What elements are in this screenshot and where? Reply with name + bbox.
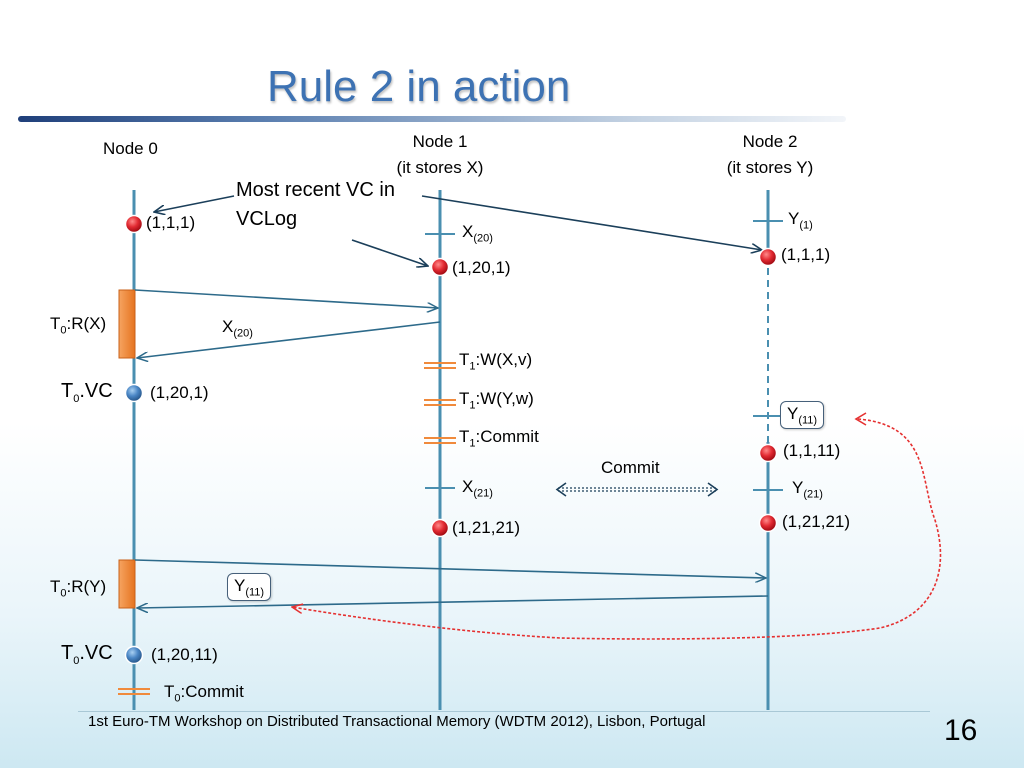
title-underline — [18, 116, 846, 122]
annotation-arrow-node0 — [154, 195, 235, 212]
op-tick-t1-write-x — [424, 362, 456, 369]
commit-label: Commit — [601, 458, 660, 477]
annotation-arrow-node2 — [421, 195, 762, 250]
node0-header: Node 0 — [103, 139, 158, 158]
version-y1: Y(1) — [788, 209, 813, 232]
t0-read-y-bar — [118, 559, 136, 609]
vc-label-t0-second: (1,20,11) — [151, 645, 218, 664]
commit-double-arrow — [555, 482, 719, 497]
op-t1-write-x: T1:W(X,v) — [459, 350, 533, 373]
vc-label-n1-x20: (1,20,1) — [452, 258, 511, 277]
version-x21: X(21) — [462, 477, 493, 500]
event-dot-n1-x21 — [430, 518, 450, 538]
event-dot-n2-y21 — [758, 513, 778, 533]
event-dot-n2-y11 — [758, 443, 778, 463]
event-dot-n0-initial — [124, 214, 144, 234]
arrow-read-y-request — [134, 559, 766, 578]
red-dashed-head-top — [854, 412, 867, 426]
red-dashed-link — [292, 418, 942, 640]
vc-label-n2-y21: (1,21,21) — [782, 512, 851, 531]
vc-dot-t0-first — [124, 383, 144, 403]
vc-dot-t0-second — [124, 645, 144, 665]
op-tick-t1-write-y — [424, 399, 456, 406]
version-x20-message: X(20) — [222, 317, 253, 340]
vc-label-n2-initial: (1,1,1) — [781, 245, 831, 264]
node1-subtitle: (it stores X) — [396, 158, 484, 177]
arrow-read-y-reply — [137, 595, 769, 608]
node1-header: Node 1 (it stores X) — [380, 129, 500, 181]
node2-subtitle: (it stores Y) — [726, 158, 814, 177]
node2-header: Node 2 (it stores Y) — [705, 129, 835, 181]
t0-read-x-bar — [118, 289, 136, 359]
op-t0-vc-first: T0.VC — [61, 380, 113, 405]
node1-title: Node 1 — [412, 132, 468, 151]
op-t1-write-y: T1:W(Y,w) — [459, 389, 534, 412]
arrow-read-x-request — [134, 289, 438, 308]
op-tick-t1-commit — [424, 437, 456, 444]
op-t0-vc-second: T0.VC — [61, 642, 113, 667]
slide-title: Rule 2 in action — [267, 62, 571, 111]
version-y11-box: Y(11) — [780, 401, 825, 430]
op-t1-commit: T1:Commit — [459, 427, 539, 450]
arrow-read-x-reply — [137, 321, 441, 358]
footer-text: 1st Euro-TM Workshop on Distributed Tran… — [88, 713, 706, 730]
annotation-most-recent-vc: Most recent VC in VCLog — [236, 179, 395, 230]
version-y11-message-box: Y(11) — [227, 573, 272, 602]
version-x20: X(20) — [462, 222, 493, 245]
vc-label-n2-y11: (1,1,11) — [783, 441, 841, 460]
event-dot-n1-x20 — [430, 257, 450, 277]
vc-label-n0-initial: (1,1,1) — [146, 213, 196, 232]
vc-label-t0-first: (1,20,1) — [150, 383, 209, 402]
op-t0-read-y: T0:R(Y) — [50, 577, 107, 600]
event-dot-n2-initial — [758, 247, 778, 267]
op-t0-commit: T0:Commit — [164, 682, 244, 705]
annotation-arrow-node1 — [351, 239, 428, 266]
version-y21: Y(21) — [792, 478, 823, 501]
op-t0-read-x: T0:R(X) — [50, 314, 107, 337]
op-tick-t0-commit — [118, 688, 150, 695]
footer-divider — [78, 711, 930, 712]
node2-title: Node 2 — [742, 132, 798, 151]
vc-label-n1-x21: (1,21,21) — [452, 518, 521, 537]
page-number: 16 — [944, 714, 978, 747]
